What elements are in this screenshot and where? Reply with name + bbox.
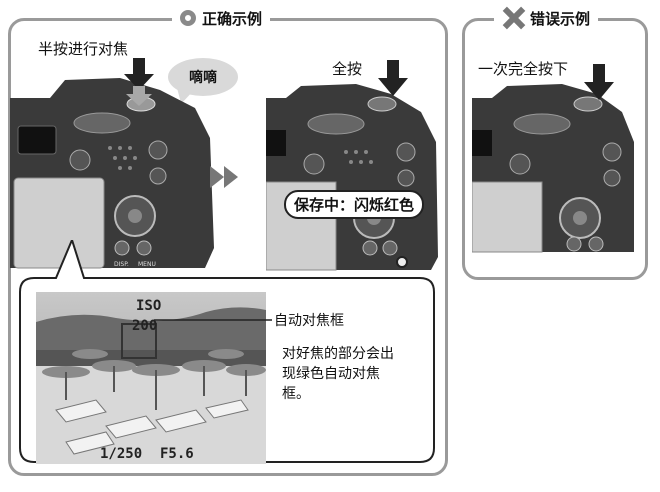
full-press-arrow	[378, 60, 408, 96]
button	[603, 169, 621, 187]
set-button	[128, 209, 142, 223]
button	[148, 140, 168, 160]
camera-wrong-press	[472, 84, 634, 253]
iso-label: ISO	[136, 298, 161, 314]
half-press-label: 半按进行对焦	[38, 40, 129, 58]
half-press-arrow	[124, 58, 154, 106]
button	[509, 153, 531, 175]
button	[396, 142, 416, 162]
button	[149, 167, 167, 185]
lcd-screen	[13, 177, 105, 269]
lcd-screen	[472, 181, 543, 253]
menu-button	[588, 236, 604, 252]
saving-status-label: 保存中：闪烁红色	[284, 190, 425, 219]
wrong-example-title: 错误示例	[494, 6, 599, 30]
mode-dial	[73, 112, 131, 134]
viewfinder	[472, 130, 492, 156]
af-note: 对好焦的部分会出现绿色自动对焦框。	[282, 346, 394, 402]
indicator-lamp	[396, 256, 408, 268]
camera-half-press: DISP. MENU	[10, 78, 214, 269]
button	[303, 153, 325, 175]
disp-button	[114, 240, 130, 256]
aperture-value: F5.6	[160, 446, 194, 462]
button	[602, 142, 622, 162]
beep-bubble: 嘀嘀	[168, 58, 238, 96]
cross-icon	[502, 7, 524, 29]
viewfinder	[266, 130, 286, 156]
correct-example-title: 正确示例	[172, 6, 271, 30]
viewfinder	[17, 125, 57, 155]
correct-example-title-text: 正确示例	[202, 9, 263, 28]
next-arrow-icon	[210, 166, 238, 188]
disp-label: DISP.	[114, 261, 129, 268]
af-frame-label: 自动对焦框	[274, 313, 344, 329]
leader-line	[154, 319, 272, 321]
disp-button	[362, 240, 378, 256]
saving-status-text: 保存中：闪烁红色	[294, 196, 415, 214]
wrong-press-arrow	[584, 64, 614, 100]
mode-dial	[307, 113, 365, 135]
shutter-button	[573, 96, 603, 112]
mode-dial	[513, 113, 571, 135]
set-button	[573, 211, 587, 225]
wrong-full-press-label: 一次完全按下	[478, 60, 569, 78]
iso-value: 200	[132, 318, 157, 334]
shutter-button	[367, 96, 397, 112]
shutter-speed: 1/250	[100, 446, 142, 462]
beep-label: 嘀嘀	[189, 70, 217, 86]
circle-icon	[180, 10, 196, 26]
af-frame	[121, 323, 157, 359]
button	[397, 169, 415, 187]
full-press-label: 全按	[332, 60, 363, 78]
menu-label: MENU	[138, 261, 156, 268]
lcd-preview: ISO 200 1/250 F5.6	[36, 292, 266, 464]
button	[69, 149, 91, 171]
menu-button	[136, 240, 152, 256]
menu-button	[382, 240, 398, 256]
wrong-example-title-text: 错误示例	[530, 9, 591, 28]
disp-button	[566, 236, 582, 252]
